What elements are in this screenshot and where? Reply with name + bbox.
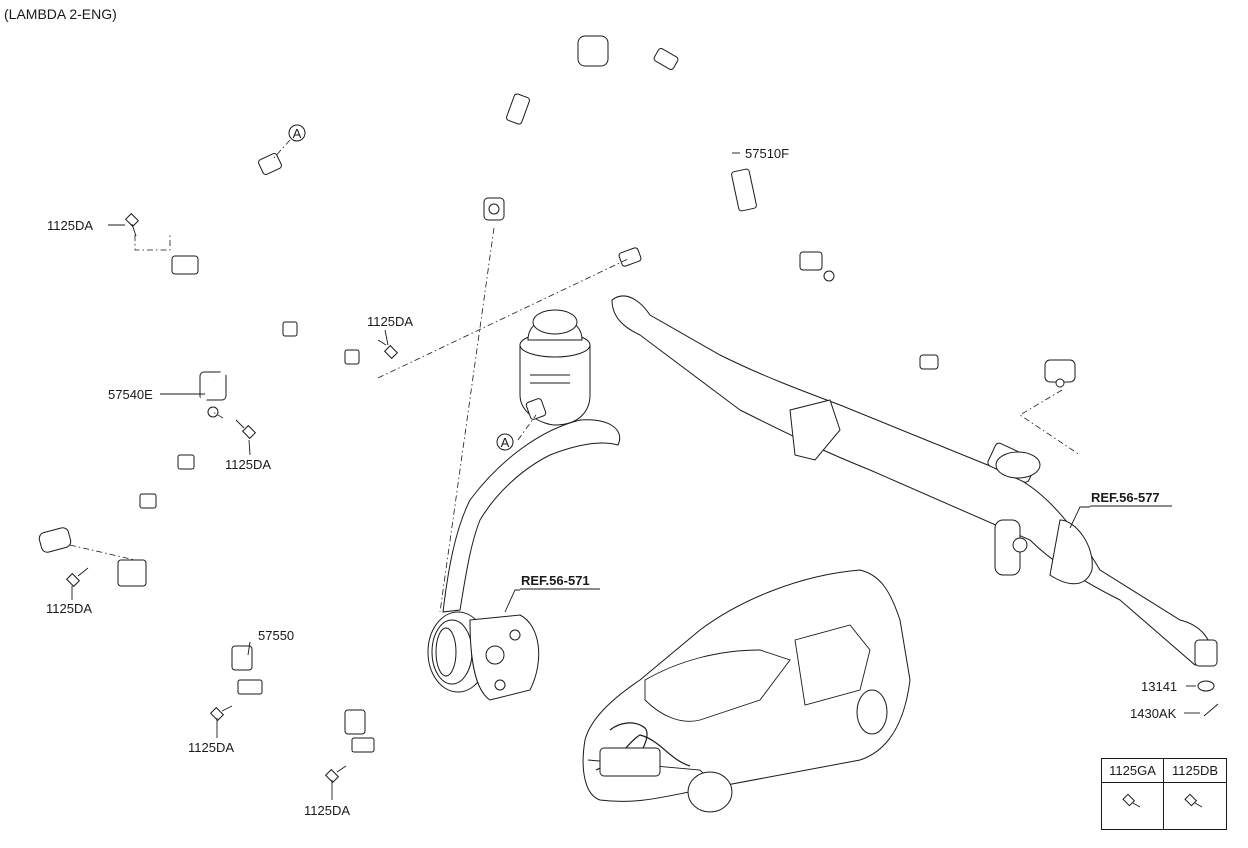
connection-marker-a-reservoir: A	[496, 433, 514, 451]
ref-56-571-link[interactable]: REF.56-571	[521, 573, 590, 588]
label-13141: 13141	[1141, 679, 1177, 694]
label-57510f: 57510F	[745, 146, 789, 161]
label-57540e: 57540E	[108, 387, 153, 402]
leader-lines	[71, 152, 1200, 800]
legend-header-1125ga: 1125GA	[1102, 759, 1164, 783]
power-steering-pump[interactable]	[427, 611, 540, 701]
hose-57540e[interactable]	[34, 153, 381, 554]
part-1430ak-pin[interactable]	[1203, 703, 1219, 717]
reference-lines	[69, 139, 1081, 613]
engine-variant-header: (LAMBDA 2-ENG)	[4, 6, 117, 22]
label-57550: 57550	[258, 628, 294, 643]
bolt-1125da-3[interactable]	[235, 419, 257, 440]
legend-cell-1125db	[1164, 783, 1226, 829]
label-1430ak: 1430AK	[1130, 706, 1177, 721]
ref-56-577-link[interactable]: REF.56-577	[1091, 490, 1160, 505]
bolt-1125da-6[interactable]	[324, 765, 347, 784]
label-1125da-1: 1125DA	[47, 218, 93, 233]
legend-cell-1125ga	[1102, 783, 1164, 829]
bolt-1125da-2[interactable]	[377, 339, 399, 360]
bolt-1125da-4[interactable]	[65, 567, 89, 588]
label-1125da-6: 1125DA	[304, 803, 350, 818]
svg-text:A: A	[293, 126, 302, 141]
label-1125da-2: 1125DA	[367, 314, 413, 329]
bolt-1125db-icon	[1184, 793, 1203, 808]
power-steering-reservoir[interactable]	[519, 309, 591, 426]
label-1125da-5: 1125DA	[188, 740, 234, 755]
bolt-1125da-1[interactable]	[124, 212, 140, 237]
reservoir-bracket	[442, 419, 621, 613]
connection-marker-a-top: A	[288, 124, 306, 142]
bolt-1125ga-icon	[1122, 793, 1141, 808]
steering-gear-rack[interactable]	[611, 295, 1218, 667]
label-1125da-3: 1125DA	[225, 457, 271, 472]
part-13141-nut[interactable]	[1197, 680, 1215, 692]
legend-header-1125db: 1125DB	[1164, 759, 1226, 783]
label-1125da-4: 1125DA	[46, 601, 92, 616]
hose-57510f[interactable]	[483, 35, 1076, 388]
bolt-legend-table: 1125GA 1125DB	[1101, 758, 1227, 830]
bolt-1125da-5[interactable]	[209, 705, 233, 722]
tube-57550[interactable]	[108, 548, 405, 759]
svg-text:A: A	[501, 435, 510, 450]
vehicle-location-illustration	[582, 569, 911, 813]
